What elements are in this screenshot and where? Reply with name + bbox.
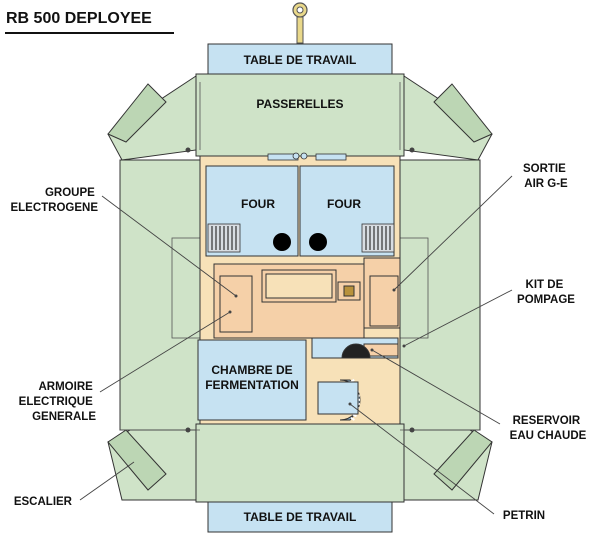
- deck-left: [119, 159, 201, 431]
- oven-right-label: FOUR: [327, 197, 361, 211]
- deck-wings: [107, 73, 493, 503]
- chambre-label-line2: FERMENTATION: [205, 378, 299, 392]
- callout-kit: KIT DE POMPAGE: [517, 279, 575, 306]
- callout-reservoir: RESERVOIR EAU CHAUDE: [510, 415, 587, 442]
- oven-vents: [267, 152, 347, 161]
- pumping-zone: [311, 337, 399, 359]
- callout-armoire: ARMOIRE ELECTRIQUE GENERALE: [19, 381, 97, 423]
- oven-left: [205, 165, 299, 257]
- diagram-title: RB 500 DEPLOYEE: [6, 10, 152, 27]
- passerelles-area: [195, 73, 405, 157]
- deck-bottom: [195, 423, 405, 503]
- generator-zone: [213, 257, 401, 339]
- table-travail-bottom: [207, 501, 393, 533]
- table-travail-top-label: TABLE DE TRAVAIL: [244, 53, 357, 67]
- oven-right: [299, 165, 395, 257]
- passerelles-label: PASSERELLES: [256, 97, 343, 111]
- callout-groupe: GROUPE ELECTROGENE: [10, 187, 98, 214]
- callout-escalier: ESCALIER: [14, 496, 73, 508]
- callout-leaders: [79, 175, 513, 515]
- oven-left-label: FOUR: [241, 197, 275, 211]
- chambre-label-line1: CHAMBRE DE: [211, 363, 292, 377]
- callout-petrin: PETRIN: [503, 510, 545, 522]
- chambre-fermentation: [197, 339, 307, 421]
- table-travail-top: [207, 43, 393, 75]
- petrin: [317, 378, 361, 422]
- callout-sortie: SORTIE AIR G-E: [523, 163, 569, 190]
- table-travail-bottom-label: TABLE DE TRAVAIL: [244, 510, 357, 524]
- lifting-hook: [292, 2, 308, 44]
